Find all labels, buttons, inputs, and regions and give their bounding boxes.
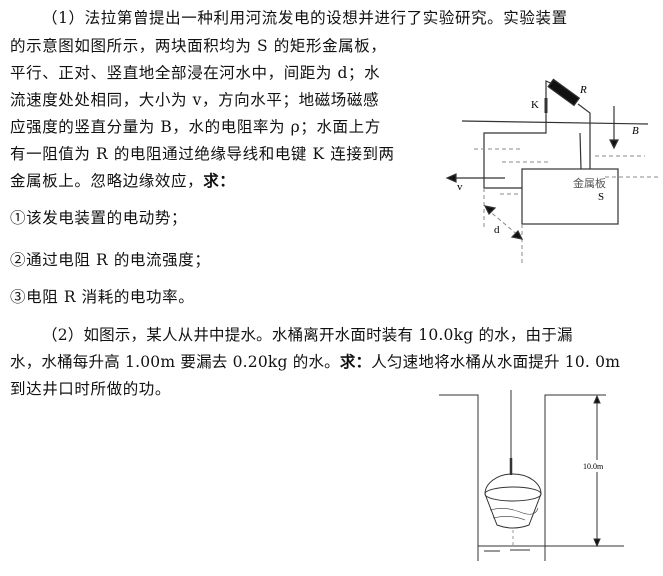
bucket-icon [484, 473, 542, 495]
label-s: S [598, 191, 604, 203]
label-b: B [632, 125, 639, 137]
label-r: R [579, 84, 587, 96]
part1-line: 平行、正对、竖直地全部浸在河水中，间距为 d；水 [10, 64, 381, 82]
question-3: ③电阻 R 消耗的电功率。 [10, 288, 195, 306]
label-k: K [531, 99, 539, 111]
part2-line: （2）如图示，某人从井中提水。水桶离开水面时装有 10.0kg 的水，由于漏 [42, 326, 573, 344]
label-plate: 金属板 [573, 176, 606, 190]
part1-line: （1）法拉第曾提出一种利用河流发电的设想并进行了实验研究。实验装置 [42, 9, 568, 27]
part2-text: 水，水桶每升高 1.00m 要漏去 0.20kg 的水。 [10, 353, 340, 371]
part1-line: 有一阻值为 R 的电阻通过绝缘导线和电键 K 连接到两 [10, 145, 395, 163]
part2-line: 水，水桶每升高 1.00m 要漏去 0.20kg 的水。求：人匀速地将水桶从水面… [10, 352, 620, 372]
question-1: ①该发电装置的电动势； [10, 209, 188, 227]
part1-line: 的示意图如图所示，两块面积均为 S 的矩形金属板， [10, 37, 387, 55]
resistor-icon [547, 78, 581, 107]
generator-diagram [445, 78, 660, 265]
part1-text: 金属板上。忽略边缘效应， [10, 172, 204, 190]
label-d: d [494, 224, 500, 236]
label-height: 10.0m [583, 462, 604, 471]
question-2: ②通过电阻 R 的电流强度； [10, 251, 211, 269]
ask-label: 求： [203, 171, 236, 190]
ask-label: 求： [339, 352, 372, 371]
part1-line: 金属板上。忽略边缘效应，求： [10, 171, 235, 191]
part2-line: 到达井口时所做的功。 [10, 380, 172, 398]
part2-text: 人匀速地将水桶从水面提升 10. 0m [371, 353, 621, 371]
well-diagram [439, 390, 624, 561]
part1-line: 应强度的竖直分量为 B，水的电阻率为 ρ；水面上方 [10, 118, 381, 136]
label-v: v [457, 181, 463, 193]
part1-line: 流速度处处相同，大小为 v，方向水平；地磁场磁感 [10, 91, 380, 109]
